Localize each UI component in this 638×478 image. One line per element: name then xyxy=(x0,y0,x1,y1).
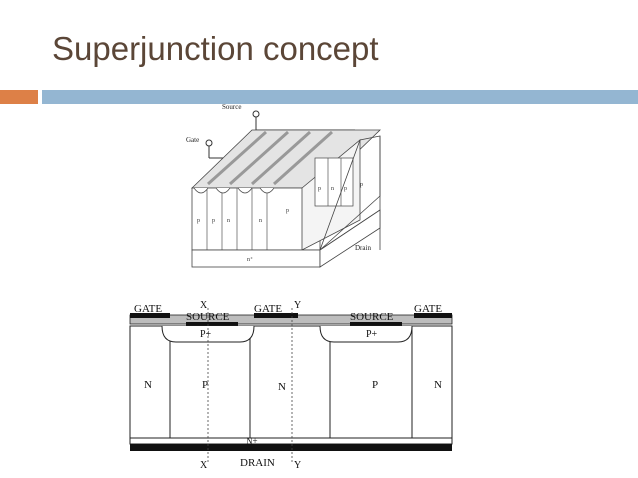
drain-metal xyxy=(130,444,452,451)
slide-title: Superjunction concept xyxy=(52,30,379,67)
gate-pad-left xyxy=(130,313,170,318)
p-region-label-5: p xyxy=(344,186,347,192)
source-label-right: SOURCE xyxy=(350,311,394,323)
gate-label: Gate xyxy=(186,136,199,144)
n-region-label: n xyxy=(227,218,230,224)
source-pad-left xyxy=(186,322,238,327)
p-region-label-3: p xyxy=(286,208,289,214)
p-region-label: p xyxy=(197,218,200,224)
y-label-top: Y xyxy=(294,300,301,311)
gate-pad-right xyxy=(414,313,452,318)
n-region-label-3: n xyxy=(331,186,334,192)
n-label-center: N xyxy=(278,381,286,393)
gate-label-left: GATE xyxy=(134,303,162,315)
n-region-label-2: n xyxy=(259,218,262,224)
superjunction-cross-section: GATE GATE GATE SOURCE SOURCE X Y P+ P+ N… xyxy=(129,300,453,471)
pplus-label-left: P+ xyxy=(200,329,212,340)
gate-terminal xyxy=(205,139,213,147)
p-label-left: P xyxy=(202,379,208,391)
n-label-right: N xyxy=(434,379,442,391)
accent-bar-orange xyxy=(0,90,38,104)
source-label-left: SOURCE xyxy=(186,311,230,323)
drain-label: DRAIN xyxy=(240,457,275,469)
y-label-bottom: Y xyxy=(294,460,301,471)
x-label-bottom: X xyxy=(200,460,208,471)
gate-label-center: GATE xyxy=(254,303,282,315)
p-label-right: P xyxy=(372,379,378,391)
accent-bar-blue xyxy=(42,90,638,104)
n-label-left: N xyxy=(144,379,152,391)
gate-label-right: GATE xyxy=(414,303,442,315)
source-pad-right xyxy=(350,322,402,327)
x-label-top: X xyxy=(200,300,208,311)
nplus-label: N+ xyxy=(246,436,258,446)
source-label: Source xyxy=(222,103,241,111)
source-terminal xyxy=(252,110,260,118)
p-region-label-6: p xyxy=(360,182,363,188)
gate-pad-center xyxy=(254,313,298,318)
pplus-label-right: P+ xyxy=(366,329,378,340)
p-region-label-4: p xyxy=(318,186,321,192)
p-region-label-2: p xyxy=(212,218,215,224)
drain-label: Drain xyxy=(355,244,371,252)
nplus-substrate-label: n⁺ xyxy=(247,256,253,263)
superjunction-3d-diagram: Source Gate p n p n p p n p p xyxy=(186,103,381,268)
